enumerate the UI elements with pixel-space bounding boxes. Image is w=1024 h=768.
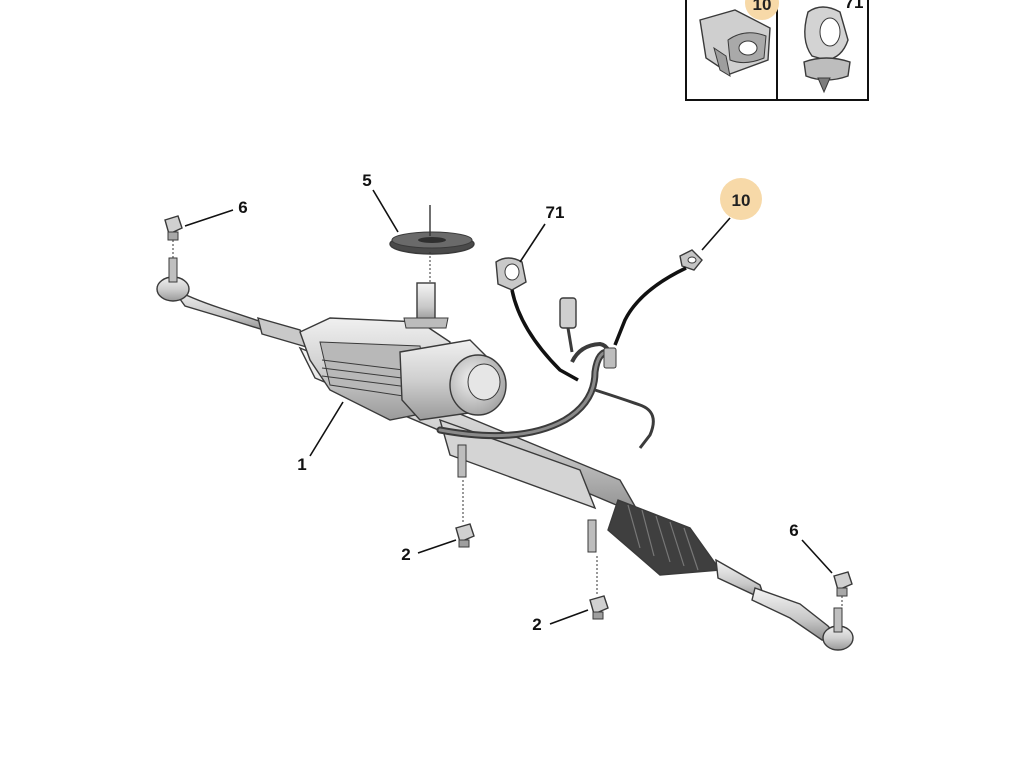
- leader-5: [372, 189, 399, 233]
- left-ball-stud: [168, 257, 178, 283]
- callout-6-right: 6: [789, 521, 798, 540]
- pinion-shaft: [416, 282, 436, 324]
- callout-2-left: 2: [401, 545, 410, 564]
- leader-1: [309, 401, 344, 457]
- inset-callout-10: 10: [753, 0, 772, 14]
- leader-71: [519, 223, 546, 263]
- mounting-stud-right: [587, 519, 597, 553]
- bellows-boot: [607, 499, 722, 576]
- harness-fastener: [679, 249, 703, 271]
- clip-position-line: [510, 289, 579, 382]
- wiring-harness: [436, 297, 655, 449]
- mounting-nut-left: [455, 523, 475, 548]
- mounting-nut-right: [589, 595, 609, 620]
- left-tie-rod-nut: [164, 215, 183, 241]
- right-tie-rod-nut: [833, 571, 853, 597]
- callout-2-right: 2: [532, 615, 541, 634]
- inset-fastener-illustration: [699, 9, 771, 78]
- leader-6-left: [184, 209, 234, 227]
- inset-clip-illustration: [803, 6, 851, 94]
- leader-10: [701, 217, 731, 251]
- mounting-stud-left: [457, 444, 467, 478]
- pinion-seal: [389, 231, 475, 255]
- harness-clip: [495, 257, 527, 291]
- leader-2-left: [417, 539, 457, 554]
- callout-5: 5: [362, 171, 371, 190]
- inset-10-highlight: [745, 0, 779, 20]
- harness-connector: [559, 297, 577, 329]
- left-tie-rod: [156, 257, 312, 350]
- inset-box: 10 71: [685, 0, 869, 101]
- callout-71: 71: [546, 203, 565, 222]
- callout-1: 1: [297, 455, 306, 474]
- callout-6-left: 6: [238, 198, 247, 217]
- right-tie-rod: [751, 587, 854, 651]
- rack-housing: [298, 282, 767, 602]
- inset-callout-71: 71: [845, 0, 864, 12]
- callout-10-highlight: [720, 178, 762, 220]
- callout-10: 10: [732, 191, 751, 210]
- fastener-position-line: [613, 266, 687, 346]
- right-ball-stud: [833, 607, 843, 633]
- leader-2-right: [549, 609, 589, 625]
- leader-6-right: [801, 539, 833, 574]
